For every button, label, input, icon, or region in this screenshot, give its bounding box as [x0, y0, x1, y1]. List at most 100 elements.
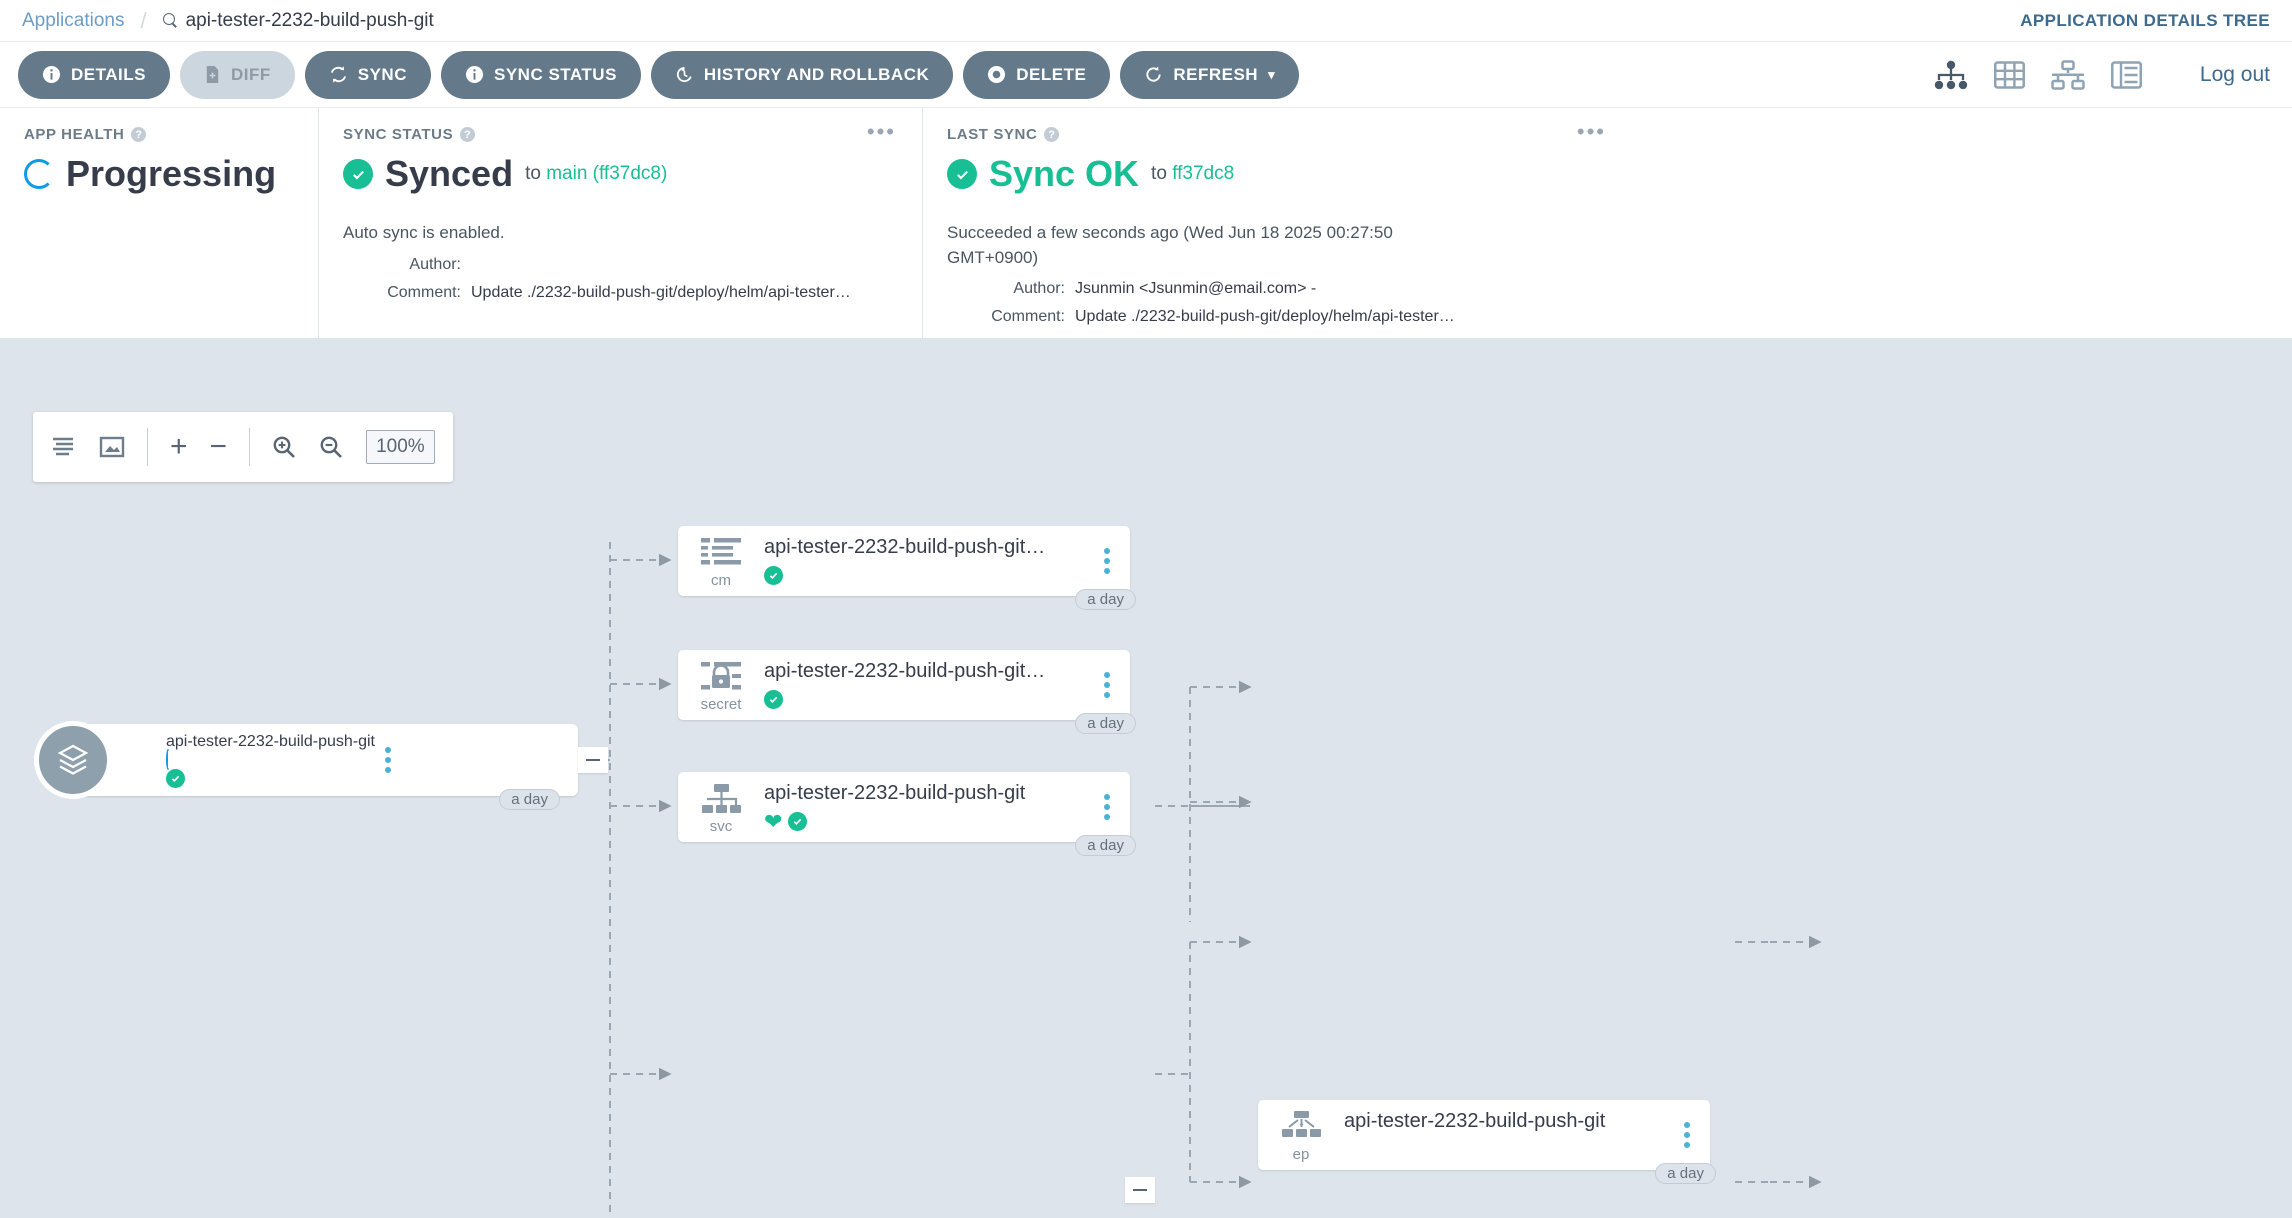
- last-sync-author-row: Author: Jsunmin <Jsunmin@email.com> -: [947, 280, 1608, 298]
- sync-revision-link[interactable]: main (ff37dc8): [546, 163, 668, 184]
- sync-status-text: Synced: [385, 153, 514, 194]
- zoom-in-icon[interactable]: [272, 435, 297, 460]
- graph-toolbar: + − 100%: [33, 412, 453, 482]
- node-title: api-tester-2232-build-push-git: [166, 732, 375, 750]
- node-tag: a day: [1075, 835, 1136, 856]
- sync-author-row: Author:: [343, 256, 898, 274]
- sync-status-panel: SYNC STATUS ? ••• Synced to main (ff37dc…: [318, 108, 922, 338]
- progressing-ring-icon: [24, 159, 54, 189]
- align-icon[interactable]: [51, 435, 77, 459]
- last-sync-comment-value: Update ./2232-build-push-git/deploy/helm…: [1075, 308, 1455, 326]
- last-sync-value: Sync OK to ff37dc8: [947, 153, 1608, 195]
- node-menu-button[interactable]: [1094, 672, 1120, 698]
- last-sync-revision: to ff37dc8: [1151, 163, 1234, 185]
- app-health-status: Progressing: [24, 153, 294, 195]
- node-status-badges: [764, 565, 1086, 587]
- node-title: api-tester-2232-build-push-git: [1344, 1109, 1606, 1132]
- auto-sync-note: Auto sync is enabled.: [343, 223, 505, 242]
- progressing-ring-icon: [166, 748, 170, 770]
- collapse-handle-service[interactable]: [1125, 1177, 1155, 1203]
- check-circle-icon: [343, 159, 373, 189]
- network-view-icon[interactable]: [2051, 59, 2085, 90]
- collapse-handle-application[interactable]: [578, 747, 608, 773]
- toolbar-divider: [147, 428, 148, 466]
- fit-to-screen-icon[interactable]: [99, 435, 125, 459]
- tree-node-endpoints[interactable]: ep api-tester-2232-build-push-git a day: [1258, 1100, 1716, 1184]
- node-title: api-tester-2232-build-push-git: [764, 781, 1026, 804]
- sync-status-menu[interactable]: •••: [866, 119, 896, 144]
- node-status-badges: [1344, 1139, 1666, 1161]
- details-button-label: DETAILS: [71, 64, 146, 84]
- diff-button-label: DIFF: [230, 64, 271, 84]
- app-summary: APP HEALTH ? Progressing SYNC STATUS ? •…: [0, 108, 2292, 338]
- node-title: api-tester-2232-build-push-git…: [764, 535, 1046, 558]
- node-tag: a day: [499, 789, 560, 810]
- node-kind-label: svc: [709, 817, 733, 835]
- application-tree-canvas[interactable]: + − 100%: [0, 382, 2292, 1218]
- delete-button-label: DELETE: [1016, 64, 1087, 84]
- refresh-icon: [1146, 66, 1161, 82]
- last-sync-menu[interactable]: •••: [1576, 119, 1606, 144]
- last-sync-note: Succeeded a few seconds ago (Wed Jun 18 …: [947, 223, 1393, 267]
- search-icon: [162, 13, 178, 28]
- endpoints-icon: ep: [1258, 1109, 1344, 1162]
- application-icon: [34, 721, 112, 799]
- tree-node-configmap[interactable]: cm api-tester-2232-build-push-git… a day: [678, 526, 1136, 610]
- node-menu-button[interactable]: [1094, 794, 1120, 820]
- help-icon[interactable]: ?: [1044, 127, 1060, 142]
- last-sync-author-key: Author:: [1013, 280, 1065, 298]
- tree-node-secret[interactable]: secret api-tester-2232-build-push-git… a…: [678, 650, 1136, 734]
- node-tags: a day: [1075, 589, 1136, 610]
- refresh-button[interactable]: REFRESH ▾: [1120, 50, 1300, 99]
- delete-button[interactable]: DELETE: [963, 50, 1111, 99]
- node-tags: a day: [1075, 835, 1136, 856]
- refresh-button-label: REFRESH: [1173, 64, 1259, 84]
- sync-status-value: Synced to main (ff37dc8): [343, 153, 898, 195]
- tree-view-icon[interactable]: [1934, 60, 1968, 90]
- zoom-level-input[interactable]: 100%: [366, 430, 435, 464]
- help-icon[interactable]: ?: [131, 127, 147, 142]
- node-tag: a day: [1655, 1163, 1716, 1184]
- history-and-rollback-button[interactable]: HISTORY AND ROLLBACK: [650, 50, 954, 99]
- toolbar-divider: [249, 428, 251, 466]
- sync-icon: [330, 66, 346, 83]
- sync-button[interactable]: SYNC: [304, 50, 431, 99]
- sync-comment-key: Comment:: [387, 283, 461, 301]
- tree-node-service[interactable]: svc api-tester-2232-build-push-git ❤ a d…: [678, 772, 1136, 856]
- breadcrumb-applications-link[interactable]: Applications: [22, 9, 125, 31]
- plus-icon[interactable]: +: [170, 430, 188, 463]
- help-icon[interactable]: ?: [460, 127, 476, 142]
- info-icon: [465, 65, 484, 84]
- secret-icon: secret: [678, 659, 764, 712]
- sync-status-button[interactable]: SYNC STATUS: [440, 50, 641, 99]
- chevron-down-icon: ▾: [1268, 66, 1276, 82]
- synced-check-icon: [764, 566, 783, 585]
- sync-comment-value: Update ./2232-build-push-git/deploy/helm…: [471, 283, 851, 301]
- sync-status-label: SYNC STATUS ?: [343, 126, 898, 143]
- logout-link[interactable]: Log out: [2199, 62, 2270, 86]
- sync-comment-row: Comment: Update ./2232-build-push-git/de…: [343, 284, 898, 302]
- details-button[interactable]: DETAILS: [18, 50, 170, 99]
- action-toolbar: DETAILS DIFF SYNC SYNC STATUS HISTORY AN…: [0, 42, 2292, 108]
- zoom-out-icon[interactable]: [319, 435, 344, 460]
- list-view-icon[interactable]: [2111, 60, 2142, 90]
- minus-icon[interactable]: −: [209, 430, 228, 463]
- sync-button-label: SYNC: [357, 64, 407, 84]
- breadcrumb-separator: /: [140, 7, 147, 33]
- synced-check-icon: [788, 812, 808, 831]
- synced-check-icon: [764, 690, 783, 709]
- healthy-heart-icon: ❤: [764, 808, 783, 834]
- diff-button[interactable]: DIFF: [179, 50, 295, 99]
- node-menu-button[interactable]: [1674, 1122, 1700, 1148]
- app-health-panel: APP HEALTH ? Progressing: [0, 108, 318, 338]
- last-sync-revision-link[interactable]: ff37dc8: [1172, 163, 1235, 184]
- node-menu-button[interactable]: [375, 747, 401, 773]
- tree-node-application[interactable]: api-tester-2232-build-push-git a day: [34, 721, 578, 810]
- breadcrumb-current-label: api-tester-2232-build-push-git: [185, 9, 434, 31]
- node-tag: a day: [1075, 589, 1136, 610]
- tiles-view-icon[interactable]: [1994, 60, 2025, 90]
- page-title: APPLICATION DETAILS TREE: [2020, 10, 2270, 30]
- node-menu-button[interactable]: [1094, 548, 1120, 574]
- last-sync-to-prefix: to: [1151, 163, 1167, 184]
- delete-icon: [988, 65, 1006, 84]
